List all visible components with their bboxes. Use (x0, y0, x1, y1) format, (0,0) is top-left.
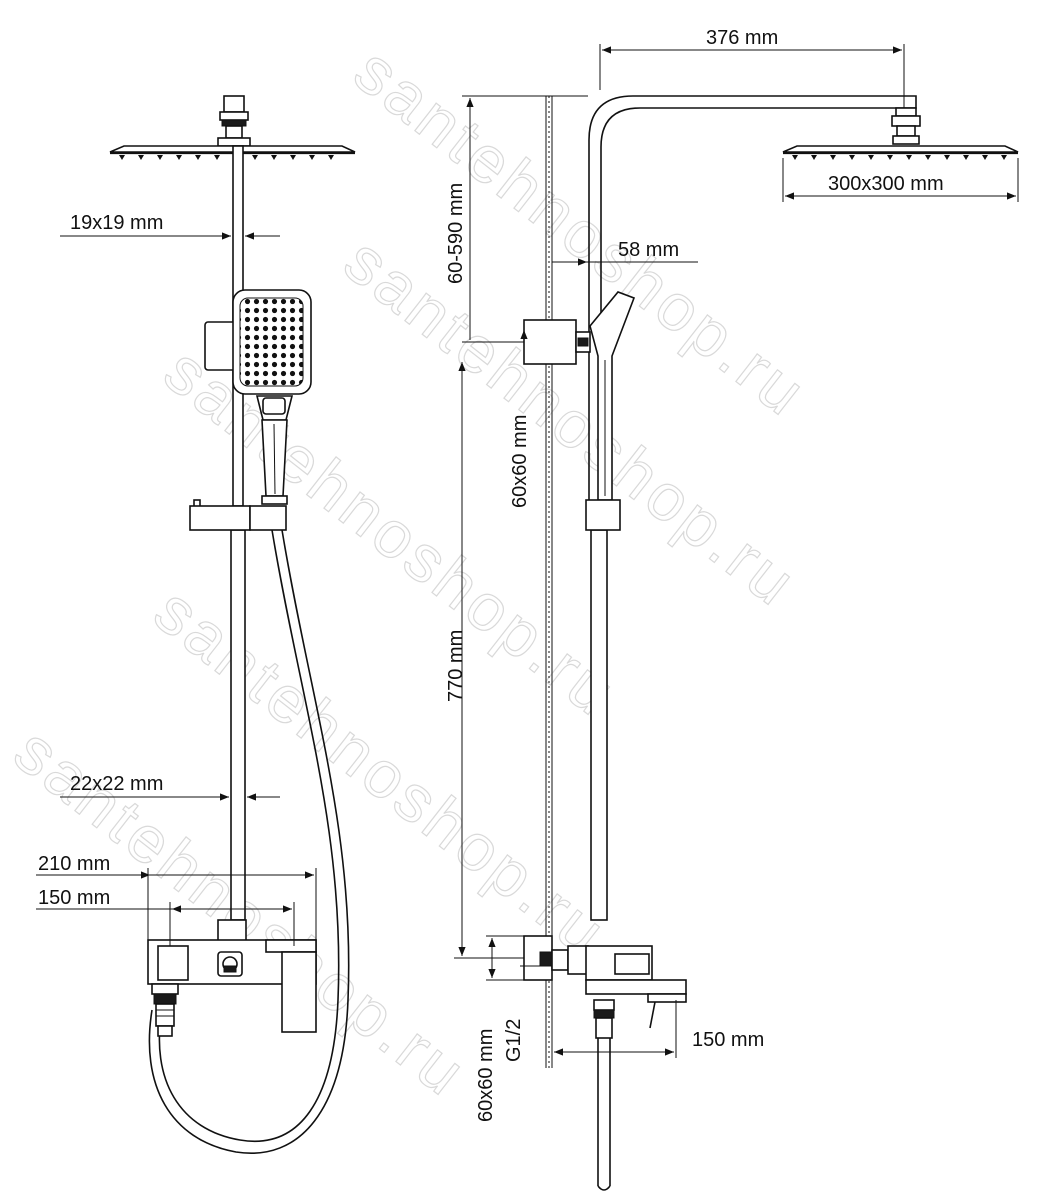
nozzle-mark (290, 155, 296, 160)
front-hand-shower (204, 289, 312, 505)
side-upper-bracket (523, 319, 591, 365)
side-rail-arm (588, 95, 917, 500)
side-wall (545, 96, 553, 1068)
nozzle-mark (252, 155, 258, 160)
rain-head-nozzles (119, 155, 334, 160)
dim-label-width-total: 210 mm (38, 853, 110, 875)
side-rain-head (782, 107, 1019, 160)
dim-label-head: 300x300 mm (828, 173, 944, 195)
nozzle-mark (157, 155, 163, 160)
nozzle-mark (944, 155, 950, 160)
front-mixer (147, 919, 317, 1037)
nozzle-mark (309, 155, 315, 160)
dim-label-rail: 770 mm (445, 630, 467, 702)
nozzle-mark (811, 155, 817, 160)
dim-label-spout: 150 mm (692, 1029, 764, 1051)
front-head-connector (217, 95, 251, 147)
side-lower-rail (590, 529, 608, 921)
front-view: 19x19 mm 22x22 mm 210 mm 150 mm (36, 95, 356, 1154)
nozzle-mark (868, 155, 874, 160)
nozzle-mark (906, 155, 912, 160)
side-dimension-thread: G1/2 (503, 965, 540, 1062)
nozzle-mark (982, 155, 988, 160)
nozzle-mark (214, 155, 220, 160)
dim-label-arm: 376 mm (706, 27, 778, 49)
nozzle-mark (195, 155, 201, 160)
front-dimension-width-total: 210 mm (36, 853, 317, 940)
nozzle-mark (271, 155, 277, 160)
nozzle-mark (1001, 155, 1007, 160)
nozzle-mark (830, 155, 836, 160)
side-dimension-height-adjust: 60-590 mm (445, 95, 588, 343)
front-lower-rail (230, 529, 246, 921)
dim-label-pipe-top: 19x19 mm (70, 212, 163, 234)
nozzle-mark (138, 155, 144, 160)
nozzle-mark (963, 155, 969, 160)
nozzle-mark (176, 155, 182, 160)
front-slider-bracket (189, 499, 287, 531)
nozzle-mark (792, 155, 798, 160)
nozzle-mark (925, 155, 931, 160)
dim-label-pipe-bottom: 22x22 mm (70, 773, 163, 795)
nozzle-mark (328, 155, 334, 160)
side-dimension-bracket-bottom: 60x60 mm (475, 935, 524, 1122)
side-view: 376 mm 300x300 mm 60-590 mm 58 mm 60x60 … (445, 27, 1019, 1191)
dim-label-height-adjust: 60-590 mm (445, 183, 467, 284)
front-hose (148, 529, 350, 1154)
side-dimension-arm: 376 mm (599, 27, 905, 108)
dim-label-bracket-bottom: 60x60 mm (475, 1029, 497, 1122)
side-dimension-spout: 150 mm (554, 1000, 764, 1058)
side-dimension-wall-offset: 58 mm (552, 239, 698, 272)
nozzle-mark (849, 155, 855, 160)
dim-label-wall-offset: 58 mm (618, 239, 679, 261)
dim-label-width-center: 150 mm (38, 887, 110, 909)
dim-label-bracket-top: 60x60 mm (509, 415, 531, 508)
side-hand-shower (585, 291, 636, 531)
nozzle-mark (887, 155, 893, 160)
front-dimension-pipe-top: 19x19 mm (60, 212, 280, 244)
front-dimension-width-center: 150 mm (36, 887, 295, 946)
side-mixer (523, 935, 687, 1191)
watermark-layer: santehnoshop.ru santehnoshop.ru santehno… (1, 32, 823, 1111)
front-dimension-pipe-bottom: 22x22 mm (60, 773, 280, 801)
dim-label-thread: G1/2 (503, 1019, 525, 1062)
side-dimension-bracket-top: 60x60 mm (509, 322, 531, 508)
side-dimension-head: 300x300 mm (782, 158, 1019, 202)
watermark-text: santehnoshop.ru (341, 33, 821, 431)
rain-head-nozzles (792, 155, 1007, 160)
nozzle-mark (119, 155, 125, 160)
